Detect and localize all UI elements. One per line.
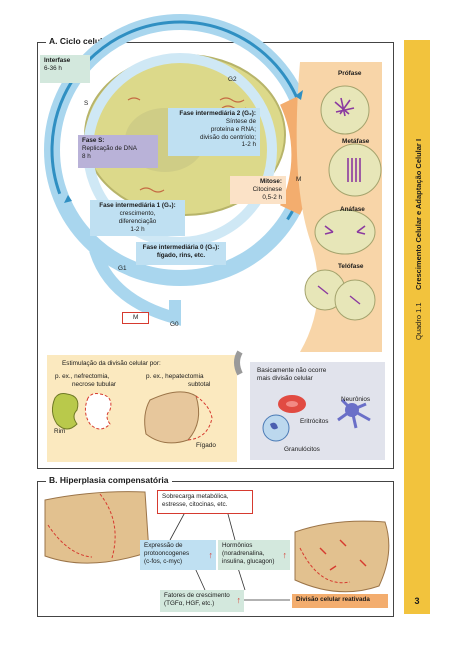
no-division-line1: Basicamente não ocorre bbox=[257, 367, 327, 374]
fase-g2-box: Fase intermediária 2 (G₂): Síntese de pr… bbox=[168, 108, 260, 156]
sidebar-quadro: Quadro 1.1 bbox=[414, 302, 423, 340]
m-label: M bbox=[296, 176, 302, 183]
hormonios-line3: insulina, glucagon) bbox=[222, 557, 275, 565]
fase-s-line2: 8 h bbox=[82, 152, 91, 160]
fase-g2-title: Fase intermediária 2 (G₂): bbox=[179, 110, 256, 117]
no-division-line2: mais divisão celular bbox=[257, 375, 313, 382]
section-b-frame bbox=[37, 481, 394, 617]
fase-g1-line1: crescimento, bbox=[119, 209, 156, 217]
no-division-box bbox=[250, 362, 385, 460]
sobrecarga-line1: Sobrecarga metabólica, bbox=[162, 493, 229, 500]
sobrecarga-line2: estresse, citocinas, etc. bbox=[162, 500, 228, 508]
neuronios-label: Neurônios bbox=[341, 396, 371, 403]
fase-g1-box: Fase intermediária 1 (G₁): crescimento, … bbox=[90, 200, 185, 236]
neuron-icon bbox=[337, 398, 371, 429]
fase-g1-line3: 1-2 h bbox=[130, 225, 145, 233]
m-pentagon-label: M bbox=[133, 314, 139, 321]
fase-g2-line1: Síntese de bbox=[225, 117, 256, 125]
section-a-title: A. Ciclo celular bbox=[46, 36, 114, 46]
expressao-up-arrow: ↑ bbox=[208, 550, 214, 560]
g1-label: G1 bbox=[118, 265, 127, 272]
section-b-title: B. Hiperplasia compensatória bbox=[46, 475, 172, 485]
sidebar-band: Quadro 1.1 Crescimento Celular e Adaptaç… bbox=[404, 40, 430, 600]
fase-s-box: Fase S: Replicação de DNA 8 h bbox=[78, 135, 158, 168]
fase-g0-line1: fígado, rins, etc. bbox=[156, 251, 206, 259]
kidney-icon bbox=[51, 393, 79, 430]
page-number: 3 bbox=[404, 588, 430, 614]
divisao-label: Divisão celular reativada bbox=[296, 596, 370, 603]
hormonios-line2: (noradrenalina, bbox=[222, 549, 265, 557]
figado-label: Fígado bbox=[196, 442, 216, 449]
kidney-outline-icon bbox=[84, 393, 112, 430]
metafase-label: Metáfase bbox=[342, 138, 370, 145]
hormonios-up-arrow: ↑ bbox=[282, 550, 288, 560]
fase-s-title: Fase S: bbox=[82, 137, 105, 144]
mitose-line1: Citocinese bbox=[252, 185, 282, 193]
mitose-box: Mitose: Citocinese 0,5-2 h bbox=[230, 176, 286, 204]
hormonios-line1: Hormônios bbox=[222, 542, 253, 549]
fase-g0-box: Fase intermediária 0 (G₀): fígado, rins,… bbox=[136, 242, 226, 265]
estimulacao-left2: necrose tubular bbox=[72, 381, 117, 388]
divisao-box: Divisão celular reativada bbox=[292, 594, 388, 608]
anafase-label: Anáfase bbox=[340, 206, 365, 213]
expressao-line3: (c-fos, c-myc) bbox=[144, 557, 183, 565]
granulocitos-label: Granulócitos bbox=[284, 446, 320, 453]
expressao-line1: Expressão de bbox=[144, 542, 183, 549]
fase-g0-title: Fase intermediária 0 (G₀): bbox=[142, 244, 220, 251]
fatores-up-arrow: ↑ bbox=[236, 595, 242, 605]
profase-label: Prófase bbox=[338, 70, 362, 77]
liver-icon bbox=[144, 391, 200, 444]
liver-b-right-icon bbox=[294, 520, 390, 593]
fase-g2-line3: divisão do centríolo; bbox=[199, 133, 256, 141]
estimulacao-left1: p. ex., nefrectomia, bbox=[55, 373, 110, 380]
mitose-line2: 0,5-2 h bbox=[262, 193, 282, 201]
fatores-line2: (TGFα, HGF, etc.) bbox=[164, 599, 215, 607]
fatores-line1: Fatores de crescimento bbox=[164, 592, 230, 599]
fase-g2-line4: 1-2 h bbox=[241, 141, 256, 149]
expressao-box: Expressão de protooncogenes (c-fos, c-my… bbox=[140, 540, 216, 570]
g0-loop bbox=[89, 248, 181, 326]
telofase-label: Telófase bbox=[338, 263, 364, 270]
estimulacao-right1: p. ex., hepatectomia bbox=[146, 373, 204, 380]
liver-b-left-icon bbox=[44, 491, 150, 564]
section-a-frame bbox=[37, 42, 394, 469]
m-pentagon: M bbox=[122, 312, 150, 324]
interfase-time: 6-36 h bbox=[44, 64, 62, 72]
sidebar-text: Quadro 1.1 Crescimento Celular e Adaptaç… bbox=[414, 139, 423, 340]
interfase-box: Interfase 6-36 h bbox=[40, 55, 90, 83]
stimulation-box bbox=[47, 355, 237, 462]
fase-s-line1: Replicação de DNA bbox=[82, 144, 137, 152]
fase-g1-line2: diferenciação bbox=[118, 217, 157, 225]
g0-label: G0 bbox=[170, 321, 179, 328]
interfase-title: Interfase bbox=[44, 57, 71, 64]
hormonios-box: Hormônios (noradrenalina, insulina, gluc… bbox=[218, 540, 290, 570]
g2-label: G2 bbox=[228, 76, 237, 83]
estimulacao-title: Estimulação da divisão celular por: bbox=[62, 360, 161, 367]
estimulacao-right2: subtotal bbox=[188, 381, 211, 388]
expressao-line2: protooncogenes bbox=[144, 549, 190, 557]
fatores-box: Fatores de crescimento (TGFα, HGF, etc.)… bbox=[160, 590, 244, 612]
eritrocitos-label: Eritrócitos bbox=[300, 418, 329, 425]
sobrecarga-box: Sobrecarga metabólica, estresse, citocin… bbox=[157, 490, 253, 514]
fase-g2-line2: proteína e RNA; bbox=[210, 125, 256, 133]
fase-g1-title: Fase intermediária 1 (G₁): bbox=[99, 202, 176, 209]
rim-label: Rim bbox=[54, 428, 66, 435]
s-label: S bbox=[84, 100, 89, 107]
sidebar-title: Crescimento Celular e Adaptação Celular … bbox=[414, 139, 423, 290]
mitose-title: Mitose: bbox=[259, 178, 282, 185]
